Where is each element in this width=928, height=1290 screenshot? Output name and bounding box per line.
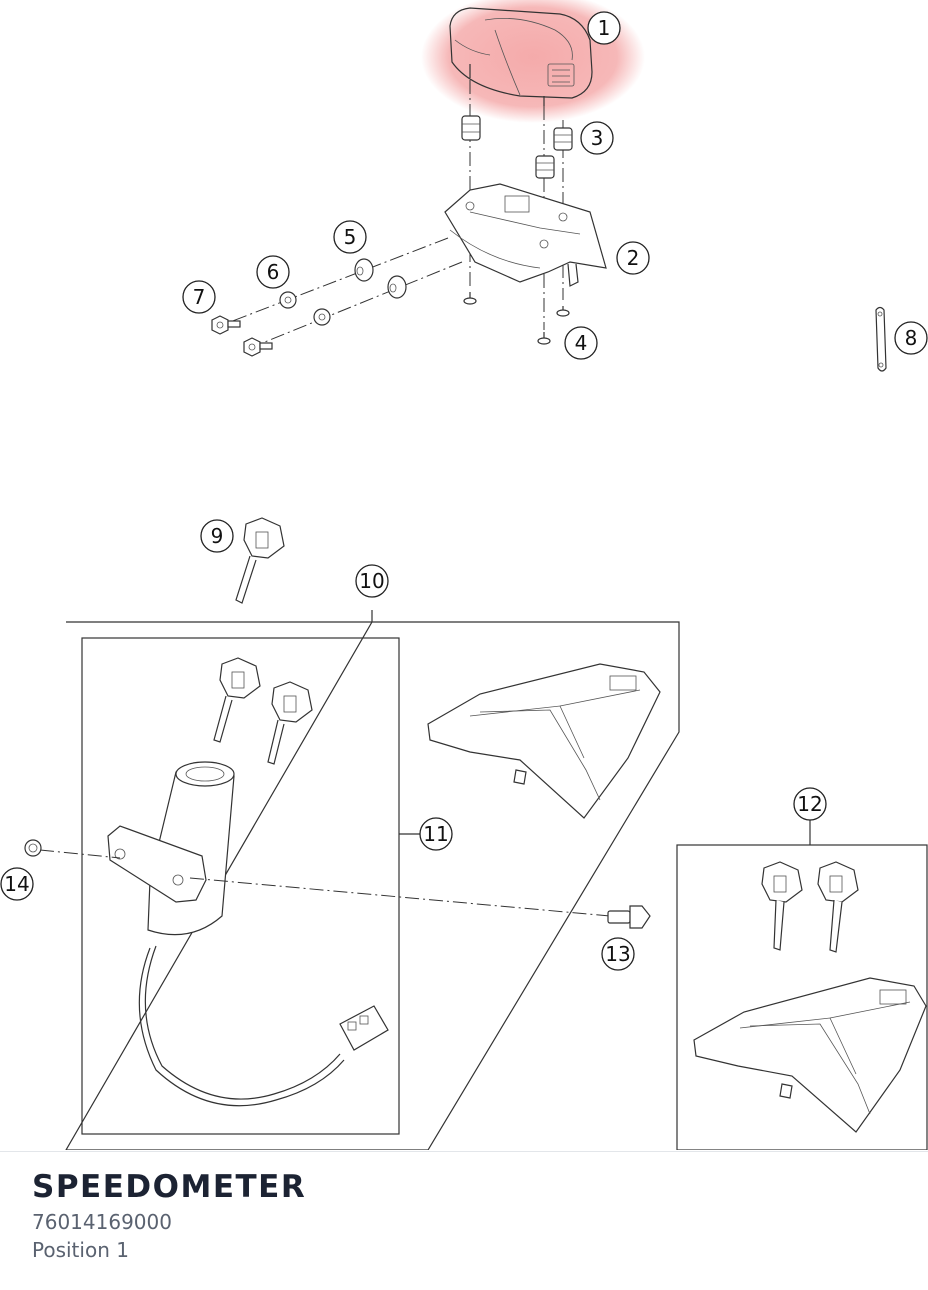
- bracket-part-2[interactable]: [444, 183, 607, 287]
- cover-part-10[interactable]: [427, 663, 661, 819]
- strap-part-8[interactable]: [875, 306, 887, 372]
- kit-outline-part-10: [65, 610, 680, 1150]
- callout-2[interactable]: 2: [616, 241, 650, 275]
- screw-part-4[interactable]: [463, 292, 570, 345]
- callout-13[interactable]: 13: [601, 937, 635, 971]
- callout-10[interactable]: 10: [355, 564, 389, 598]
- callout-11[interactable]: 11: [419, 817, 453, 851]
- svg-text:12: 12: [797, 792, 822, 816]
- o-ring-part-14[interactable]: [24, 839, 42, 857]
- callout-5[interactable]: 5: [333, 220, 367, 254]
- part-position: Position 1: [32, 1238, 129, 1262]
- svg-text:9: 9: [211, 524, 224, 548]
- grommet-part-3[interactable]: [461, 115, 573, 179]
- svg-text:5: 5: [344, 225, 357, 249]
- callout-9[interactable]: 9: [200, 519, 234, 553]
- svg-text:6: 6: [267, 260, 280, 284]
- svg-text:1: 1: [598, 16, 611, 40]
- callout-8[interactable]: 8: [894, 321, 928, 355]
- kit-box-part-11: [81, 637, 400, 1135]
- washer-part-6[interactable]: [279, 291, 331, 326]
- keys-part-12[interactable]: [761, 861, 859, 953]
- svg-text:10: 10: [359, 569, 384, 593]
- exploded-parts-diagram: 1 2 3 4 5 6 7 8 9 10 11 12 13 14: [0, 0, 928, 1150]
- callout-6[interactable]: 6: [256, 255, 290, 289]
- part-info: SPEEDOMETER 76014169000 Position 1: [32, 1166, 306, 1264]
- svg-text:2: 2: [627, 246, 640, 270]
- ignition-lock-part-11[interactable]: [107, 761, 389, 1107]
- grommet-part-5[interactable]: [354, 258, 407, 299]
- callout-3[interactable]: 3: [580, 121, 614, 155]
- part-title: SPEEDOMETER: [32, 1169, 307, 1205]
- callout-12[interactable]: 12: [793, 787, 827, 821]
- svg-text:14: 14: [4, 872, 29, 896]
- callout-1[interactable]: 1: [587, 11, 621, 45]
- svg-text:3: 3: [591, 126, 604, 150]
- callout-7[interactable]: 7: [182, 280, 216, 314]
- svg-text:8: 8: [905, 326, 918, 350]
- svg-text:4: 4: [575, 331, 588, 355]
- callout-14[interactable]: 14: [0, 867, 34, 901]
- section-divider: [0, 1151, 928, 1152]
- callout-4[interactable]: 4: [564, 326, 598, 360]
- kit-box-part-12: [676, 844, 928, 1150]
- svg-text:7: 7: [193, 285, 206, 309]
- svg-text:11: 11: [423, 822, 448, 846]
- cover-part-12[interactable]: [693, 977, 927, 1133]
- keys-part-11[interactable]: [213, 657, 313, 765]
- part-number: 76014169000: [32, 1210, 172, 1234]
- bolt-part-7[interactable]: [211, 315, 273, 357]
- key-part-9[interactable]: [235, 517, 285, 604]
- bolt-part-13[interactable]: [607, 905, 651, 929]
- svg-text:13: 13: [605, 942, 630, 966]
